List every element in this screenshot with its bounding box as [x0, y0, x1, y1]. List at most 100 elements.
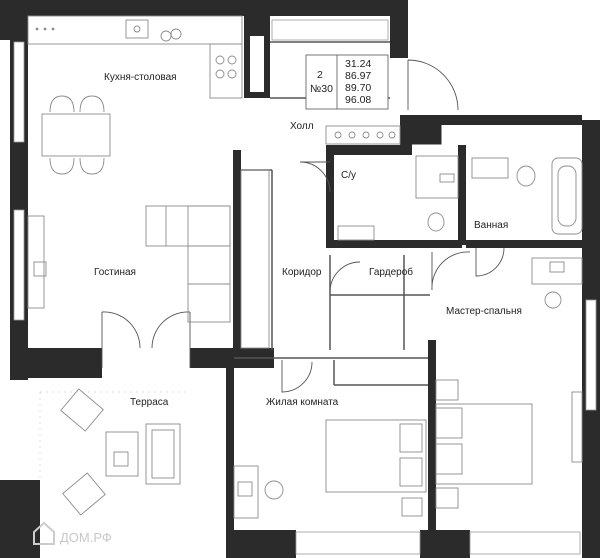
bedroom-desk	[233, 465, 259, 519]
bathtub	[551, 157, 583, 235]
shoe-5	[388, 131, 396, 139]
shower-tray	[415, 155, 459, 199]
window-master-right	[585, 299, 597, 411]
dot-2	[43, 27, 47, 31]
tv	[33, 261, 47, 277]
window-master	[469, 531, 581, 555]
master-desk	[531, 257, 583, 285]
wall-living-bottom-l	[28, 348, 102, 378]
wall-wc-bottom	[326, 240, 462, 248]
label-corridor: Коридор	[282, 267, 322, 278]
shoe-2	[348, 131, 356, 139]
terrace-table	[105, 431, 139, 477]
wall-wc-top	[326, 145, 412, 155]
pillow-1	[435, 407, 463, 439]
label-terrace: Терраса	[130, 397, 169, 408]
window-kitchen	[13, 41, 25, 143]
bath-fixtures	[471, 157, 583, 235]
bath-sink	[471, 157, 509, 179]
kitchen-counter-corner	[209, 43, 243, 99]
chair-bottom-1	[49, 157, 75, 175]
hall-furniture	[325, 125, 401, 145]
label-wardrobe: Гардероб	[369, 266, 413, 278]
door-terrace	[101, 311, 191, 368]
tv-unit	[27, 215, 47, 309]
terrace-sofa	[145, 423, 181, 485]
windows	[13, 19, 597, 555]
door-bedroom	[281, 360, 313, 393]
dining-table	[41, 113, 111, 157]
unit-area-4: 96.08	[345, 94, 371, 106]
terrace-table-item	[113, 451, 129, 467]
shower-head	[439, 173, 455, 183]
bath-toilet	[516, 165, 536, 187]
wall-bath-top	[400, 115, 582, 125]
sink-drain	[133, 25, 141, 33]
dot-1	[35, 27, 39, 31]
bedroom-bed	[325, 419, 427, 493]
bedroom-chair	[264, 480, 284, 500]
unit-area-2: 86.97	[345, 70, 371, 82]
bedroom-furniture	[233, 419, 427, 519]
window-living	[13, 209, 25, 321]
bedroom-nightstand	[401, 497, 423, 517]
wall-corridor-left	[233, 150, 241, 350]
master-chair	[544, 291, 562, 309]
chair-top-1	[49, 95, 75, 113]
door-master	[431, 251, 471, 291]
doors	[101, 59, 505, 393]
label-bedroom: Жилая комната	[266, 397, 339, 408]
master-furniture	[435, 257, 583, 509]
shoe-rack	[325, 125, 401, 145]
unit-info: 2 №30 31.24 86.97 89.70 96.08	[305, 54, 389, 110]
burner-a	[160, 30, 172, 42]
stove-4	[227, 69, 237, 79]
wc-fixtures	[337, 155, 459, 241]
door-bath	[475, 247, 505, 277]
wall-master-bottom	[420, 530, 470, 558]
bedroom-monitor	[237, 481, 253, 497]
window-bedroom	[295, 531, 421, 555]
label-hall: Холл	[290, 121, 314, 132]
watermark-text: ДОМ.РФ	[60, 530, 112, 545]
unit-area-1: 31.24	[345, 58, 371, 70]
wall-terrace-bottom-left	[0, 480, 40, 558]
stove-1	[215, 55, 225, 65]
wall-wc-left	[326, 145, 334, 245]
burner-b	[170, 28, 182, 40]
kitchen-counter	[27, 15, 243, 45]
corridor-closet	[240, 169, 270, 349]
label-wc: С/у	[341, 170, 356, 181]
kitchen-furniture	[27, 15, 243, 99]
sofa-corner	[187, 205, 231, 323]
chair-bottom-2	[79, 157, 105, 175]
bedroom-pillow-1	[399, 423, 423, 453]
shoe-3	[362, 131, 370, 139]
dining-set	[41, 95, 111, 175]
wall-left-corner	[0, 0, 10, 40]
chair-top-2	[79, 95, 105, 113]
unit-number: №30	[310, 83, 333, 95]
shoe-4	[376, 131, 384, 139]
wall-wc-bath	[458, 145, 466, 245]
dot-3	[51, 27, 55, 31]
wall-shaft-l	[244, 16, 248, 98]
wall-master-left	[428, 340, 436, 540]
terrace-chair-2	[62, 472, 106, 516]
wall-bath-bottom	[466, 240, 582, 248]
kitchen-sink	[125, 19, 149, 39]
label-kitchen: Кухня-столовая	[104, 72, 177, 83]
unit-rooms-count: 2	[317, 69, 323, 81]
wc-toilet	[427, 212, 445, 232]
wall-niche	[410, 123, 442, 145]
door-entrance	[407, 59, 459, 111]
sofa	[145, 205, 231, 323]
watermark: ДОМ.РФ	[33, 521, 112, 545]
watermark-house-icon	[33, 521, 55, 545]
unit-area-3: 89.70	[345, 82, 371, 94]
label-master: Мастер-спальня	[446, 306, 522, 317]
label-bath: Ванная	[474, 220, 508, 231]
